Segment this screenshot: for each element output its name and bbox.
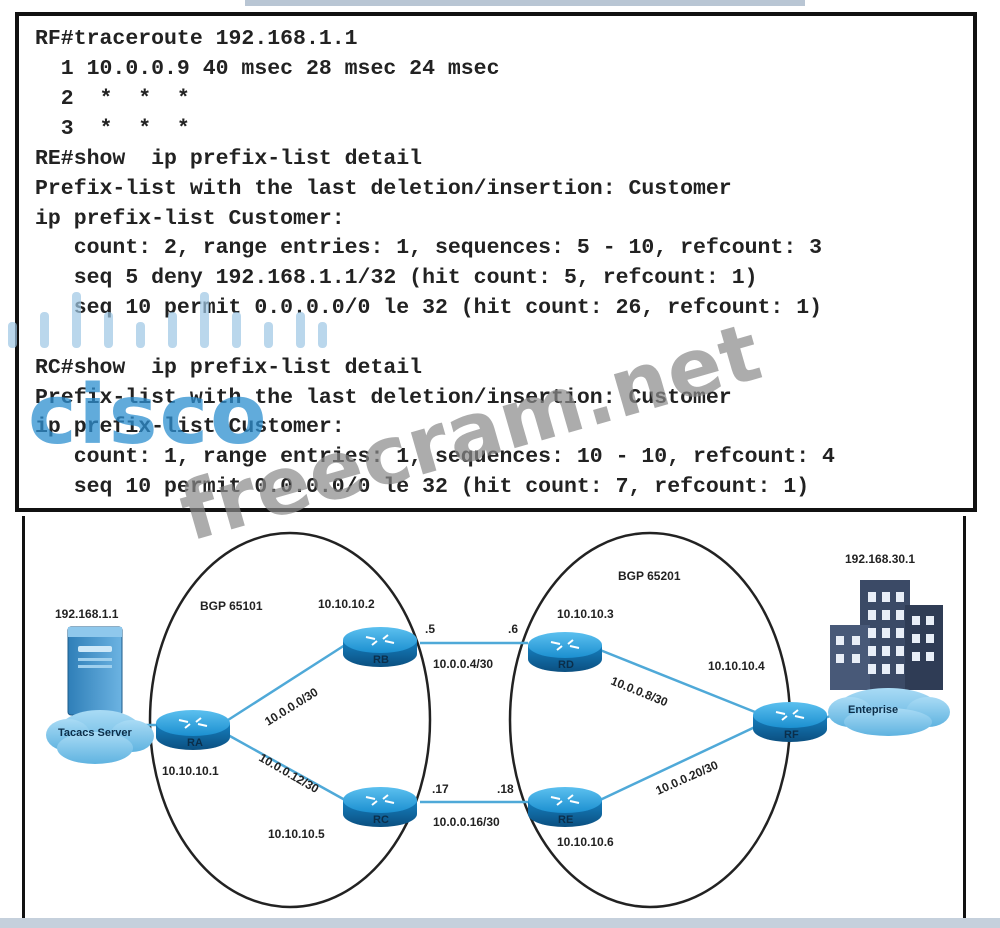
server-label: Tacacs Server: [58, 727, 133, 739]
cli-line: 3 * * *: [35, 117, 190, 141]
router-icon-rd: [528, 632, 602, 672]
server-ip-label: 192.168.1.1: [55, 607, 119, 621]
cli-line: ip prefix-list Customer:: [35, 415, 345, 439]
link-rd-rf: [599, 648, 756, 714]
cli-line: Prefix-list with the last deletion/inser…: [35, 177, 732, 201]
router-icon-rb: [343, 627, 417, 667]
as-65201-label: BGP 65201: [618, 569, 681, 583]
router-label-re: RE: [558, 814, 573, 826]
router-icon-re: [528, 787, 602, 827]
router-id-ra: 10.10.10.1: [162, 764, 219, 778]
router-id-re: 10.10.10.6: [557, 835, 614, 849]
interface-re: .18: [497, 782, 514, 796]
building-icon: [830, 580, 943, 690]
cli-line: ip prefix-list Customer:: [35, 207, 345, 231]
cli-output-panel: RF#traceroute 192.168.1.1 1 10.0.0.9 40 …: [15, 12, 977, 512]
cli-line: 1 10.0.0.9 40 msec 28 msec 24 msec: [35, 57, 500, 81]
subnet-ra-rc: 10.0.0.12/30: [257, 750, 322, 796]
router-id-rf: 10.10.10.4: [708, 659, 765, 673]
as-65101-boundary: [148, 531, 432, 909]
router-icon-rf: [753, 702, 827, 742]
interface-rc: .17: [432, 782, 449, 796]
cli-line: seq 10 permit 0.0.0.0/0 le 32 (hit count…: [35, 475, 810, 499]
cli-line: RE#show ip prefix-list detail: [35, 147, 423, 171]
subnet-rb-rd: 10.0.0.4/30: [433, 657, 493, 671]
as-65201-boundary: [508, 531, 792, 909]
cli-line: RF#traceroute 192.168.1.1: [35, 27, 358, 51]
as-65101-label: BGP 65101: [200, 599, 263, 613]
router-icon-ra: [156, 710, 230, 750]
router-id-rc: 10.10.10.5: [268, 827, 325, 841]
cisco-logo-bars: [8, 292, 327, 348]
cli-line: count: 2, range entries: 1, sequences: 5…: [35, 236, 823, 260]
link-ra-rc: [227, 733, 346, 802]
router-id-rd: 10.10.10.3: [557, 607, 614, 621]
cli-line: RC#show ip prefix-list detail: [35, 356, 423, 380]
cloud-icon: [828, 688, 950, 736]
router-label-ra: RA: [187, 737, 203, 749]
cli-line: seq 5 deny 192.168.1.1/32 (hit count: 5,…: [35, 266, 758, 290]
bottom-frame-bar: [0, 918, 1000, 928]
cli-line: count: 1, range entries: 1, sequences: 1…: [35, 445, 835, 469]
link-re-rf: [599, 725, 756, 802]
interface-rb: .5: [425, 622, 435, 636]
enterprise-label: Enteprise: [848, 704, 898, 716]
router-label-rc: RC: [373, 814, 389, 826]
router-id-rb: 10.10.10.2: [318, 597, 375, 611]
top-frame-bar: [245, 0, 805, 6]
enterprise-ip-label: 192.168.30.1: [845, 552, 915, 566]
router-label-rf: RF: [784, 729, 799, 741]
subnet-rc-re: 10.0.0.16/30: [433, 815, 500, 829]
cli-line: Prefix-list with the last deletion/inser…: [35, 386, 732, 410]
subnet-re-rf: 10.0.0.20/30: [654, 758, 721, 798]
cli-line: 2 * * *: [35, 87, 190, 111]
interface-rd: .6: [508, 622, 518, 636]
subnet-rd-rf: 10.0.0.8/30: [609, 674, 670, 710]
router-label-rb: RB: [373, 654, 389, 666]
link-ra-rb: [227, 643, 346, 722]
server-icon: [67, 626, 123, 716]
cloud-icon: [46, 710, 154, 764]
router-icon-rc: [343, 787, 417, 827]
router-label-rd: RD: [558, 659, 574, 671]
